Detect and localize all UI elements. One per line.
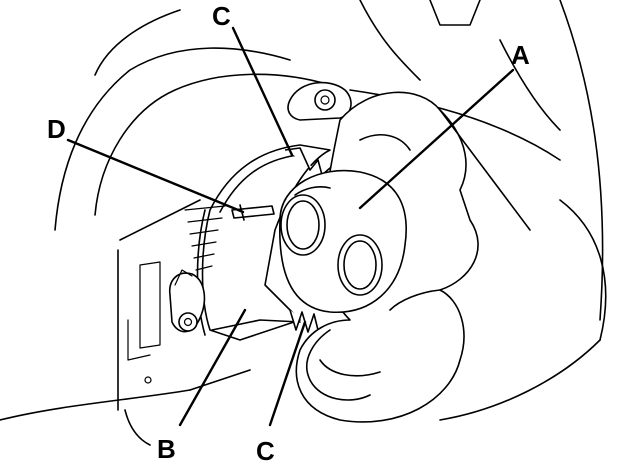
callout-label-d: D — [47, 114, 66, 144]
left-adjuster-knob — [170, 270, 205, 332]
callout-label-c-top: C — [212, 1, 231, 31]
top-adjuster-knob — [288, 83, 351, 120]
callout-label-a: A — [511, 40, 530, 70]
leader-line-c-top — [233, 28, 292, 155]
callout-label-b: B — [157, 434, 176, 464]
headlamp-bulb-assembly — [280, 171, 406, 313]
leader-line-d — [68, 140, 243, 212]
adjuster-notch-bottom — [290, 310, 318, 332]
callout-label-c-bottom: C — [256, 436, 275, 466]
